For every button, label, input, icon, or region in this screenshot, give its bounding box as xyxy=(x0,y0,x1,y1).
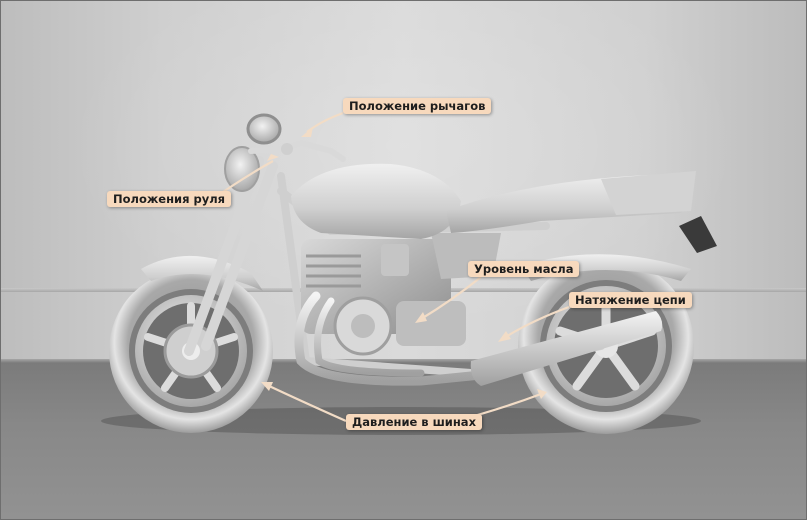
fuel-tank xyxy=(291,163,461,239)
label-oil-level: Уровень масла xyxy=(468,261,580,277)
arrow-heads xyxy=(261,127,547,399)
handlebar xyxy=(248,140,346,162)
rear-fender xyxy=(521,254,691,281)
label-chain-tension: Натяжение цепи xyxy=(569,292,692,308)
engine xyxy=(301,239,466,356)
exhaust xyxy=(294,291,506,386)
rear-cowl xyxy=(601,171,696,215)
front-fork xyxy=(184,156,278,356)
speedometer xyxy=(246,113,282,145)
label-handlebar-position: Положения руля xyxy=(107,191,232,207)
mirror xyxy=(281,143,293,155)
label-lever-position: Положение рычагов xyxy=(343,98,492,114)
tail-light xyxy=(679,216,717,253)
muffler xyxy=(470,311,663,386)
label-tire-pressure: Давление в шинах xyxy=(346,414,482,430)
floor-edge xyxy=(1,359,806,364)
